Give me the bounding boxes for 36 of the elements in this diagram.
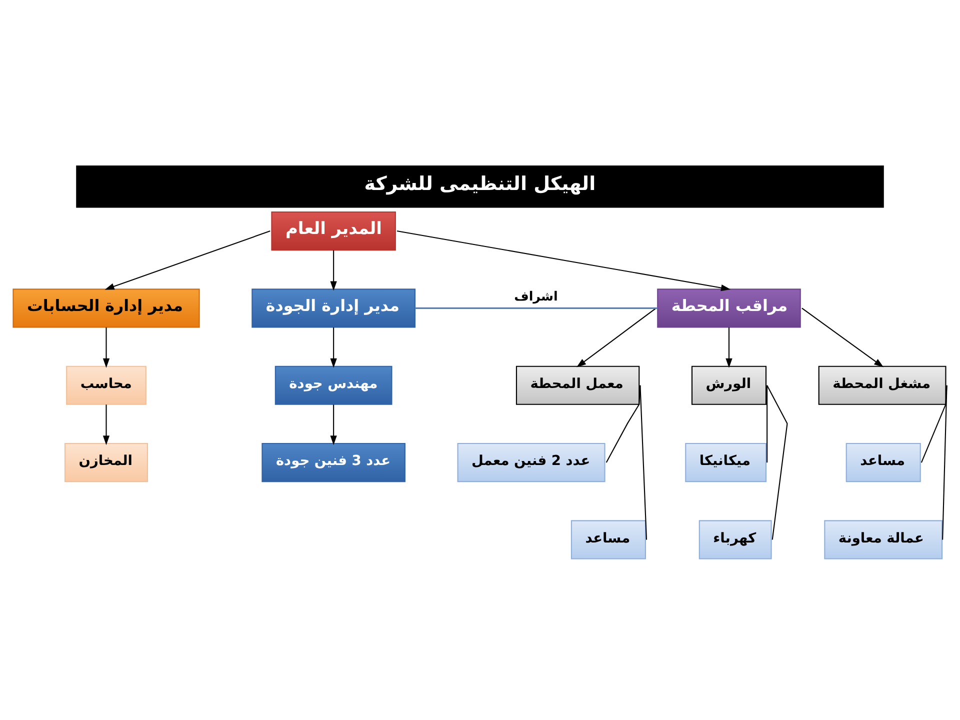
node-box: مهندس جودة [274,366,392,405]
node-box: عدد 3 فنين جودة [262,443,406,482]
arrow [802,308,884,368]
connector [606,385,641,463]
connector [766,385,788,540]
connector [942,385,948,540]
arrow [330,404,337,446]
diagram-title: الهيكل التنظيمى للشركة [364,173,596,196]
arrow [330,327,337,368]
arrow [102,327,110,368]
arrow [576,308,656,368]
arrow [102,404,110,446]
connector [640,385,648,540]
node-box: مساعد [846,443,921,482]
connector [766,385,768,463]
edge-label: اشراف [514,288,558,304]
node-box: مشغل المحطة [818,366,946,405]
node-box: كهرباء [698,520,772,560]
node-box: الورش [691,366,767,405]
node-box: عمالة معاونة [824,520,943,560]
node-box: مدير إدارة الجودة [252,288,416,328]
node-box: ميكانيكا [685,443,767,482]
arrow [104,230,270,290]
connector [920,385,948,463]
connector [415,307,658,309]
arrow [330,250,337,291]
node-box: محاسب [66,366,146,405]
node-box: المدير العام [271,211,396,251]
arrow [396,230,731,292]
node-box: مدير إدارة الحسابات [12,288,200,328]
node-box: معمل المحطة [516,366,640,405]
node-box: مراقب المحطة [657,288,801,328]
node-box: عدد 2 فنين معمل [457,443,606,482]
node-box: المخازن [64,443,148,482]
node-box: مساعد [570,520,646,560]
arrow [726,327,732,368]
